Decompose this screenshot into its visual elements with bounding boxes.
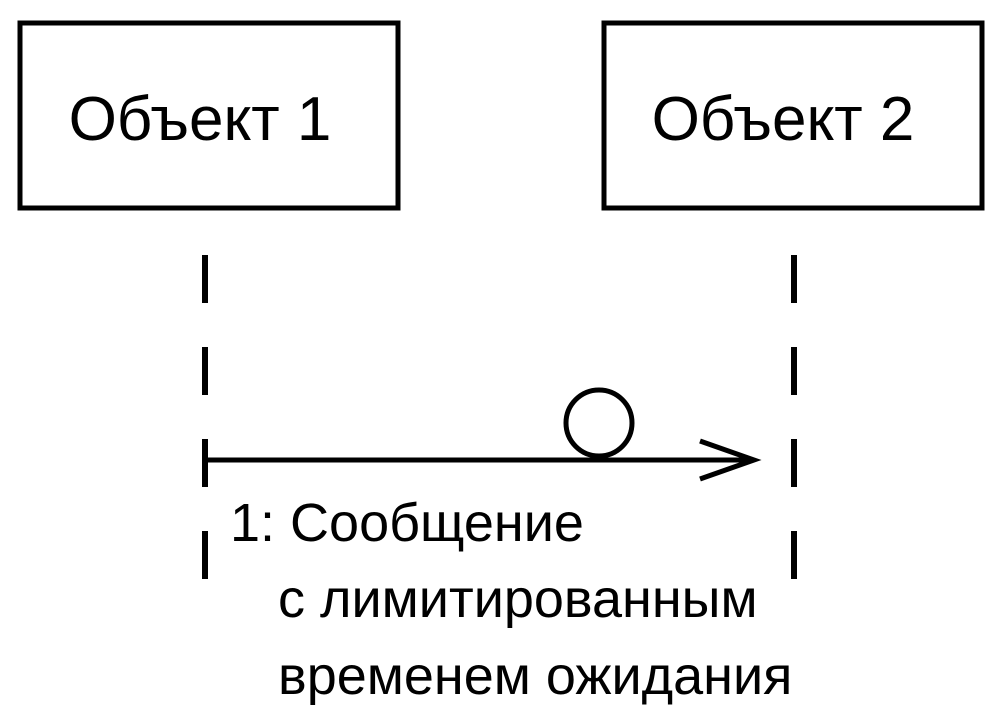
- timeout-circle-icon: [563, 387, 635, 459]
- message-arrow[interactable]: [205, 438, 762, 482]
- object-2[interactable]: Объект 2: [601, 20, 985, 211]
- message-label-line-2: с лимитированным: [278, 569, 758, 629]
- object-2-box: [601, 20, 985, 211]
- object-1-box: [17, 20, 401, 211]
- object-1-label: Объект 1: [69, 85, 332, 154]
- message-label: 1: Сообщение с лимитированным временем о…: [230, 493, 792, 706]
- message-label-line-1: 1: Сообщение: [230, 493, 584, 553]
- message-arrowhead: [699, 438, 762, 482]
- message-label-line-3: временем ожидания: [278, 646, 792, 706]
- object-2-label: Объект 2: [652, 85, 915, 154]
- object-1[interactable]: Объект 1: [17, 20, 401, 211]
